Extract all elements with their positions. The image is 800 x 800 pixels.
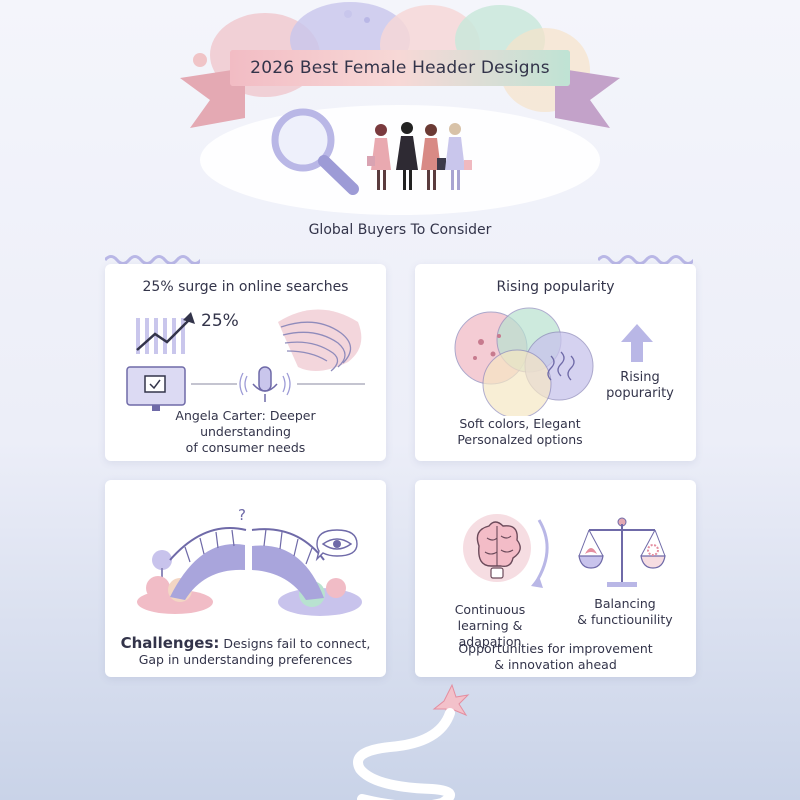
challenges-text-line1: Designs fail to connect, [223,636,371,651]
opportunity-left-line2: learning & adapation [457,618,523,649]
banner-title: 2026 Best Female Header Designs [250,58,550,78]
venn-diagram-illustration [454,307,594,416]
trend-arrow-icon [136,312,195,354]
card-opportunities: Continuous learning & adapation Balancin… [415,480,696,677]
search-caption-line1: Angela Carter: Deeper [175,408,316,423]
search-caption-line2: understanding [200,424,291,439]
card-search-surge: 25% surge in online searches 25% [105,264,386,461]
wave-decoration [598,255,693,265]
hair-swirl-illustration [278,309,362,372]
wave-decoration [105,255,200,265]
search-caption-line3: of consumer needs [185,440,306,455]
popularity-caption-line2: Personalzed options [457,432,583,447]
bridge-icon: ? [137,506,362,616]
stat-25-percent: 25% [201,311,239,331]
women-group-icon [367,122,472,190]
popularity-title: Rising popularity [496,279,615,295]
monitor-mic-row [126,366,365,411]
arrow-label-line2: popurarity [606,386,674,401]
popularity-caption-line1: Soft colors, Elegant [459,416,581,431]
magnifier-icon [271,108,359,195]
svg-text:?: ? [238,506,246,524]
challenges-heading: Challenges: [120,634,220,652]
challenges-text-line2: Gap in understanding preferences [138,652,353,667]
monitor-icon [126,366,186,411]
sparkle-swirl-decoration [353,683,470,800]
card-challenges: ? Challenges: Designs fail to connect, G… [105,480,386,677]
opportunity-caption-line2: & innovation ahead [494,657,617,672]
subtitle: Global Buyers To Consider [308,222,492,238]
eye-icon [315,529,358,562]
opportunity-right-line2: & functiounility [577,612,673,627]
brain-icon [463,514,549,588]
card-search-title: 25% surge in online searches [142,279,349,295]
up-arrow-icon [621,324,653,362]
opportunity-caption-line1: Opportunities for improvement [458,641,653,656]
scale-icon [578,517,666,587]
microphone-icon [239,366,291,402]
opportunity-right-line1: Balancing [594,596,656,611]
card-rising-popularity: Rising popularity Rising popurarity Soft… [415,264,696,461]
arrow-label-line1: Rising [620,370,660,385]
opportunity-left-line1: Continuous [454,602,526,617]
